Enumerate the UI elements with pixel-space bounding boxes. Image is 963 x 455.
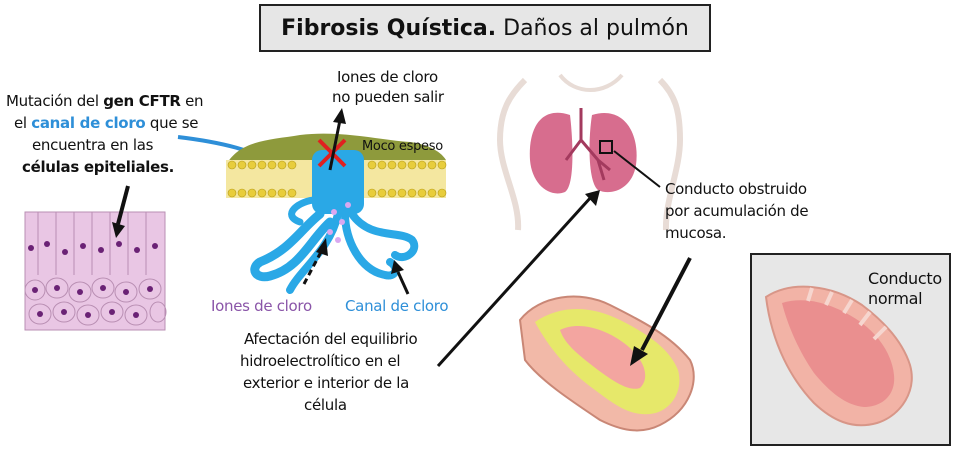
- torso-lungs-illustration: [496, 73, 684, 231]
- mutation-line2-pre: el: [14, 114, 32, 132]
- channel-label-arrow: [391, 260, 410, 295]
- balance-line-1: Afectación del equilibrio: [244, 330, 418, 348]
- chloride-ions-label: Iones de cloro: [211, 297, 312, 315]
- title-bold: Fibrosis Quística.: [281, 15, 497, 41]
- ions-cannot-exit-1: Iones de cloro: [337, 68, 438, 86]
- gene-cftr: gen CFTR: [103, 92, 181, 110]
- obstructed-line-2: por acumulación de: [665, 202, 809, 220]
- mutation-line-4: células epiteliales.: [22, 158, 175, 176]
- balance-line-4: célula: [304, 396, 347, 414]
- obstructed-line-1: Conducto obstruido: [665, 180, 807, 198]
- mutation-line-3: encuentra en las: [32, 136, 154, 154]
- blocked-exit-mark: [317, 108, 347, 171]
- epithelial-cells-illustration: [24, 211, 167, 331]
- normal-duct-illustration: [764, 285, 913, 427]
- ions-cannot-exit-2: no pueden salir: [332, 88, 444, 106]
- obstructed-duct-illustration: [518, 295, 695, 432]
- mutation-text-pre: Mutación del: [6, 92, 104, 110]
- mutation-text-post: en: [180, 92, 204, 110]
- chloride-channel-highlight: canal de cloro: [31, 114, 146, 132]
- arrow-to-duct: [630, 257, 692, 366]
- thick-mucus-label: Moco espeso: [362, 139, 443, 154]
- mutation-line2-post: que se: [145, 114, 199, 132]
- obstructed-line-3: mucosa.: [665, 224, 727, 242]
- normal-label-1: Conducto: [868, 269, 942, 288]
- mutation-line-2: el canal de cloro que se: [14, 114, 198, 133]
- mutation-line-1: Mutación del gen CFTR en: [6, 92, 204, 111]
- normal-duct-panel: Conducto normal: [750, 253, 951, 446]
- balance-line-3: exterior e interior de la: [243, 374, 410, 392]
- balance-line-2: hidroelectrolítico en el: [240, 352, 401, 370]
- normal-label-2: normal: [868, 289, 923, 308]
- long-arrow: [436, 190, 600, 368]
- chloride-channel-label: Canal de cloro: [345, 297, 449, 315]
- obstructed-pointer-line: [613, 150, 661, 188]
- arrow-to-cells: [112, 185, 130, 238]
- diagram-title: Fibrosis Quística. Daños al pulmón: [259, 4, 711, 52]
- title-rest: Daños al pulmón: [503, 15, 689, 41]
- ions-arrow: [302, 238, 328, 285]
